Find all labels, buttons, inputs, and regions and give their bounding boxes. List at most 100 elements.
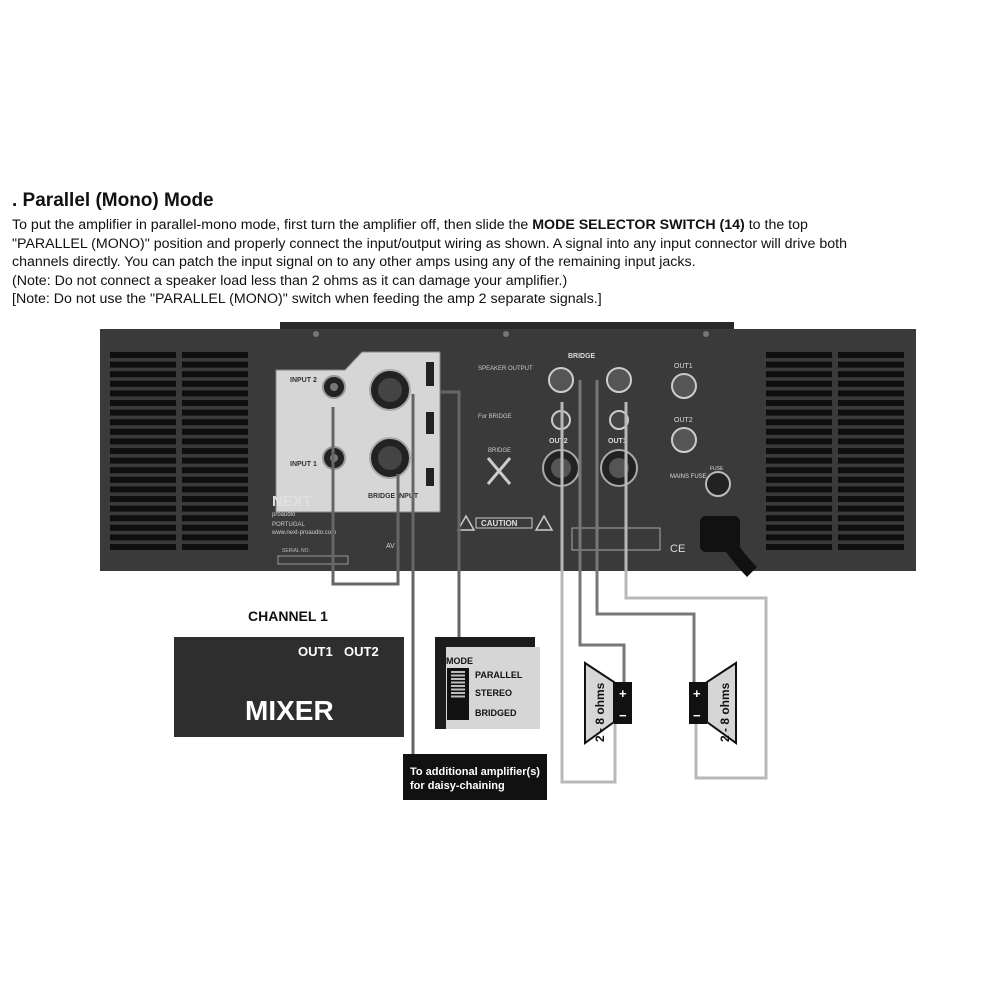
- vent-slat: [110, 505, 176, 512]
- daisy-chain-line2: for daisy-chaining: [410, 780, 505, 792]
- vent-slat: [182, 496, 248, 502]
- vent-slat: [182, 544, 248, 550]
- vent-slat: [838, 352, 904, 358]
- binding-post-out1-black-icon: [609, 410, 629, 430]
- vent-slat: [838, 361, 904, 368]
- vent-slat: [838, 438, 904, 445]
- mode-switch-detail: MODE PARALLEL STEREO BRIDGED: [435, 637, 540, 729]
- knob-ridge: [451, 681, 465, 684]
- vent-slat: [110, 524, 176, 531]
- vent-slat: [110, 534, 176, 541]
- section-heading: . Parallel (Mono) Mode: [12, 190, 214, 211]
- vent-slat: [766, 467, 832, 474]
- serial-label: SERIAL NO.: [282, 548, 310, 554]
- speaker-left-plus: +: [619, 686, 627, 701]
- binding-post-out2-red-icon: [548, 367, 574, 393]
- amplifier-rear-panel: INPUT 2 INPUT 1 BRIDGE INPUT NEXT proaud…: [100, 322, 916, 577]
- line1-pre: To put the amplifier in parallel-mono mo…: [12, 217, 533, 233]
- vent-slat: [838, 524, 904, 531]
- vent-slat: [838, 534, 904, 541]
- vent-slat: [110, 419, 176, 426]
- mains-fuse-label: MAINS FUSE: [670, 474, 707, 480]
- vent-slat: [766, 409, 832, 416]
- brand-logo: NEXT: [272, 493, 312, 510]
- knob-ridge: [451, 674, 465, 677]
- vent-slat: [766, 524, 832, 531]
- vent-slat: [838, 544, 904, 550]
- vent-slat: [110, 457, 176, 464]
- serial-box: [277, 555, 349, 565]
- vent-slat: [838, 428, 904, 435]
- caution-label: CAUTION: [481, 519, 518, 528]
- vent-slat: [182, 371, 248, 378]
- vent-slat: [182, 505, 248, 512]
- speaker-left: + − 2 - 8 ohms: [584, 661, 632, 745]
- vent-slat: [110, 428, 176, 435]
- vent-slat: [110, 467, 176, 474]
- vent-slat: [182, 419, 248, 426]
- mixer-out2-label: OUT2: [344, 644, 379, 659]
- vent-slat: [766, 352, 832, 358]
- vent-right: [766, 352, 904, 550]
- caution-box: [475, 517, 533, 529]
- model-label: AV: [386, 543, 395, 550]
- daisy-chain-box: To additional amplifier(s) for daisy-cha…: [403, 754, 547, 800]
- vent-slat: [110, 544, 176, 550]
- vent-slat: [182, 476, 248, 483]
- bridge-top-label: BRIDGE: [568, 353, 596, 360]
- knob-ridge: [451, 678, 465, 680]
- vent-slat: [838, 505, 904, 512]
- vent-slat: [110, 476, 176, 483]
- vent-slat: [182, 409, 248, 416]
- screw-icon: [313, 331, 319, 337]
- mode-switch-icon: [426, 362, 434, 386]
- paragraph-line-2: "PARALLEL (MONO)" position and properly …: [12, 235, 847, 252]
- connector-out1-icon: [671, 373, 697, 399]
- mode-option-stereo: STEREO: [475, 688, 512, 698]
- vent-slat: [766, 544, 832, 550]
- ground-switch-icon: [426, 468, 434, 486]
- knob-ridge: [451, 671, 465, 673]
- daisy-chain-panel: [403, 754, 547, 800]
- vent-slat: [766, 476, 832, 483]
- vent-slat: [838, 371, 904, 378]
- vent-slat: [182, 361, 248, 368]
- speaker-left-minus: −: [619, 708, 627, 723]
- bridge-x-icon: [486, 457, 512, 485]
- vent-slat: [766, 457, 832, 464]
- mixer-label: MIXER: [245, 695, 334, 726]
- speaker-right-impedance: 2 - 8 ohms: [718, 682, 732, 742]
- vent-slat: [838, 496, 904, 502]
- vent-slat: [766, 371, 832, 378]
- panel-top-lip: [280, 322, 734, 330]
- vent-slat: [182, 400, 248, 406]
- mixer-out1-label: OUT1: [298, 644, 333, 659]
- speakon-core-icon: [609, 458, 629, 478]
- vent-slat: [182, 457, 248, 464]
- vent-slat: [182, 534, 248, 541]
- vent-slat: [766, 505, 832, 512]
- vent-slat: [838, 457, 904, 464]
- binding-post-out1-red-icon: [606, 367, 632, 393]
- speaker-right-minus: −: [693, 708, 701, 723]
- input-1-label: INPUT 1: [290, 461, 317, 468]
- vent-slat: [838, 390, 904, 397]
- vent-slat: [766, 448, 832, 454]
- vent-slat: [838, 515, 904, 522]
- vent-slat: [766, 496, 832, 502]
- vent-slat: [110, 380, 176, 387]
- vent-slat: [838, 476, 904, 483]
- mode-selector-ref: MODE SELECTOR SWITCH (14): [532, 217, 745, 233]
- vent-slat: [766, 486, 832, 493]
- power-cord-icon: [720, 535, 758, 577]
- vent-slat: [110, 409, 176, 416]
- screw-icon: [503, 331, 509, 337]
- vent-slat: [838, 400, 904, 406]
- warning-triangle-icon: [534, 514, 554, 531]
- paragraph-line-3: channels directly. You can patch the inp…: [12, 254, 696, 271]
- vent-slat: [182, 467, 248, 474]
- vent-slat: [110, 390, 176, 397]
- mode-slider-knob-icon[interactable]: [451, 671, 465, 698]
- vent-slat: [182, 438, 248, 445]
